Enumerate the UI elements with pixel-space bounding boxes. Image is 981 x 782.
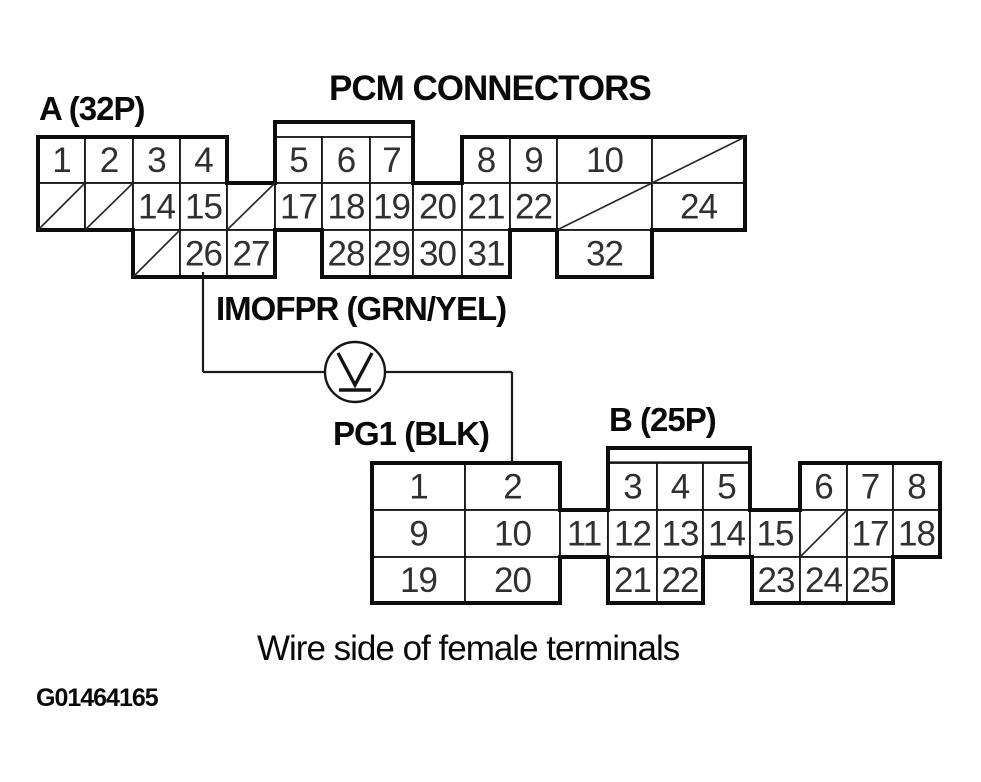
connector-b-pin-17: [846, 509, 894, 558]
pin-number-label: 15: [757, 515, 794, 554]
pin-number-label: 8: [477, 141, 495, 180]
connector-a-pin-24: [651, 182, 746, 231]
connector-a-pin-15: [179, 182, 228, 231]
connector-a-pin-30: [412, 229, 463, 278]
connector-a-pin-22: [509, 182, 558, 231]
pin-number-label: 18: [898, 515, 935, 554]
diagram-caption: Wire side of female terminals: [257, 629, 680, 668]
pin-number-label: 22: [662, 561, 699, 600]
diagram-title: PCM CONNECTORS: [329, 69, 652, 108]
no-pin-diagonal: [37, 182, 86, 231]
connector-b-pin-13: [656, 509, 704, 558]
pin-number-label: 14: [138, 188, 175, 227]
connector-b-pin-15: [749, 509, 801, 558]
pin-number-label: 2: [100, 141, 118, 180]
pin-number-label: 2: [503, 468, 521, 507]
pin-number-label: 23: [758, 561, 795, 600]
pin-number-label: 15: [185, 188, 222, 227]
figure-id: G01464165: [36, 684, 159, 712]
voltmeter-icon: [323, 340, 387, 404]
pin-number-label: 17: [280, 188, 317, 227]
no-pin-diagonal: [556, 136, 746, 231]
pin-number-label: 32: [586, 235, 623, 274]
pin-number-label: 30: [419, 235, 456, 274]
pin-number-label: 4: [671, 468, 690, 507]
no-pin-diagonal: [226, 182, 276, 231]
pin-number-label: 13: [662, 515, 699, 554]
pin-number-label: 9: [524, 141, 542, 180]
pin-number-label: 10: [586, 141, 623, 180]
pin-number-label: 29: [373, 235, 410, 274]
pin-number-label: 20: [419, 188, 456, 227]
pin-number-label: 25: [852, 561, 889, 600]
connector-b-tab: [606, 446, 752, 465]
pin-number-label: 18: [328, 188, 365, 227]
pin-number-label: 7: [382, 141, 400, 180]
pin-number-label: 9: [409, 515, 427, 554]
connector-b-pin-10: [464, 509, 561, 558]
no-pin-diagonal: [84, 182, 134, 231]
pin-number-label: 5: [289, 141, 307, 180]
connector-b-pin-24: [799, 556, 848, 604]
no-pin-diagonal: [799, 509, 848, 558]
pin-number-label: 7: [861, 468, 879, 507]
connector-a-outline: [36, 120, 747, 279]
connector-a-pin-29: [369, 229, 414, 278]
pin-number-label: 1: [409, 468, 427, 507]
pin-number-label: 10: [494, 515, 531, 554]
pin-number-label: 21: [614, 561, 651, 600]
connector-b-pin-25: [846, 556, 894, 604]
connector-b-pin-14: [702, 509, 751, 558]
pin-number-label: 22: [515, 188, 552, 227]
pin-number-label: 12: [614, 515, 651, 554]
connector-b-label: B (25P): [609, 401, 717, 438]
connector-a-label: A (32P): [39, 90, 145, 127]
connector-a-pin-5: [274, 136, 323, 184]
pin-number-label: 27: [233, 235, 270, 274]
pin-number-label: 6: [814, 468, 832, 507]
pin-number-label: 11: [567, 515, 601, 554]
connector-b-pin-18: [892, 509, 941, 558]
no-pin-diagonal: [132, 229, 181, 278]
pin-number-label: 4: [194, 141, 213, 180]
connector-b-outline: [370, 446, 942, 605]
pin-number-label: 1: [52, 141, 70, 180]
connector-a-pin-20: [412, 182, 463, 231]
pin-number-label: 26: [185, 235, 222, 274]
pin-number-label: 14: [708, 515, 745, 554]
pin-number-label: 8: [907, 468, 925, 507]
voltmeter-circle: [323, 340, 387, 404]
connector-a-tab: [273, 120, 415, 140]
voltmeter-v-glyph: [336, 352, 374, 389]
pin-number-label: 20: [494, 561, 531, 600]
connector-a-pin-26: [179, 229, 228, 278]
pin-number-label: 21: [468, 188, 505, 227]
pin-number-label: 6: [337, 141, 355, 180]
pin-number-label: 19: [400, 561, 437, 600]
connector-a-pin-14: [132, 182, 181, 231]
pin-number-label: 19: [373, 188, 410, 227]
pin-number-label: 28: [328, 235, 365, 274]
pin-number-label: 31: [468, 235, 505, 274]
connector-a-pin-17: [274, 182, 323, 231]
pin-number-label: 17: [852, 515, 889, 554]
pin-number-label: 24: [680, 188, 717, 227]
pin-number-label: 3: [623, 468, 641, 507]
pin-number-label: 3: [147, 141, 165, 180]
wire-label-imofpr: IMOFPR (GRN/YEL): [216, 290, 507, 327]
wire-label-pg1: PG1 (BLK): [333, 415, 490, 452]
pin-number-label: 5: [717, 468, 735, 507]
pin-number-label: 24: [805, 561, 842, 600]
